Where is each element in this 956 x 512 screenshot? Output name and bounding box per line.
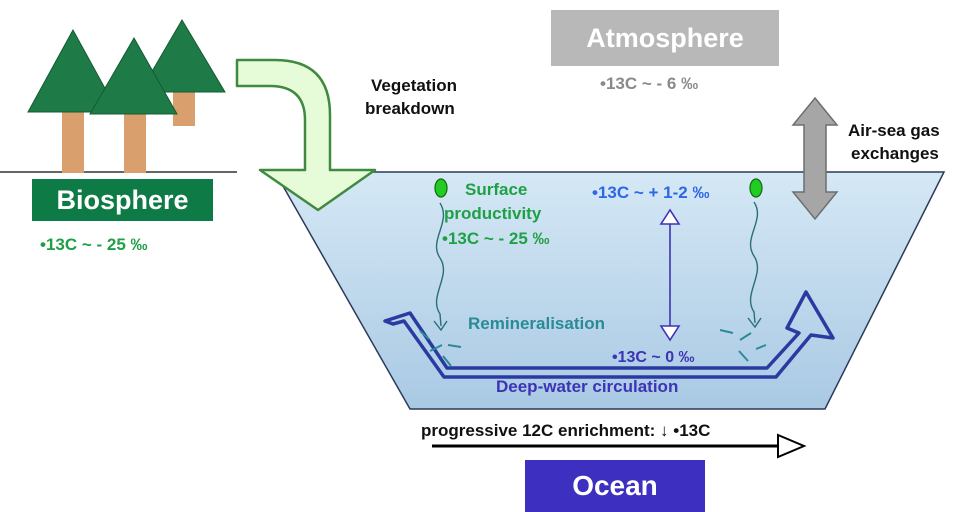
ocean-basin <box>273 171 946 410</box>
trees-icon <box>27 19 226 173</box>
surface-productivity-label-line1: Surface <box>465 180 528 199</box>
surface-productivity-isotope: •13C ~ - 25 ‰ <box>442 229 550 248</box>
sinking-organic-matter-left <box>435 202 445 327</box>
atmosphere-title-box: Atmosphere <box>551 10 779 66</box>
phytoplankton-right-icon <box>749 178 763 198</box>
vegetation-breakdown-arrow <box>235 58 377 212</box>
surface-productivity-label-line2: productivity <box>444 204 542 223</box>
deep-water-isotope: •13C ~ 0 ‰ <box>612 349 695 366</box>
atmosphere-isotope: •13C ~ - 6 ‰ <box>600 74 699 93</box>
biosphere-isotope: •13C ~ - 25 ‰ <box>40 235 148 254</box>
ocean-title-box: Ocean <box>525 460 705 512</box>
enrichment-arrow <box>432 433 807 459</box>
enrichment-label: progressive 12C enrichment: ↓ •13C <box>421 421 711 440</box>
vertical-mixing-arrow <box>659 208 681 342</box>
remineralisation-left-marks <box>419 330 462 367</box>
air-sea-exchange-arrow <box>791 96 839 221</box>
air-sea-label-line2: exchanges <box>851 144 939 163</box>
remineralisation-right-marks <box>719 329 767 362</box>
air-sea-label-line1: Air-sea gas <box>848 121 940 140</box>
surface-water-isotope: •13C ~ + 1-2 ‰ <box>592 183 710 202</box>
phytoplankton-left-icon <box>434 178 448 198</box>
remineralisation-label: Remineralisation <box>468 314 605 333</box>
sinking-organic-matter-right <box>749 201 759 324</box>
vegetation-breakdown-label-line1: Vegetation <box>371 76 457 95</box>
deep-water-circulation-label: Deep-water circulation <box>496 377 679 396</box>
deep-water-circulation-arrow <box>383 290 835 379</box>
biosphere-title-box: Biosphere <box>32 179 213 221</box>
vegetation-breakdown-label-line2: breakdown <box>365 99 455 118</box>
